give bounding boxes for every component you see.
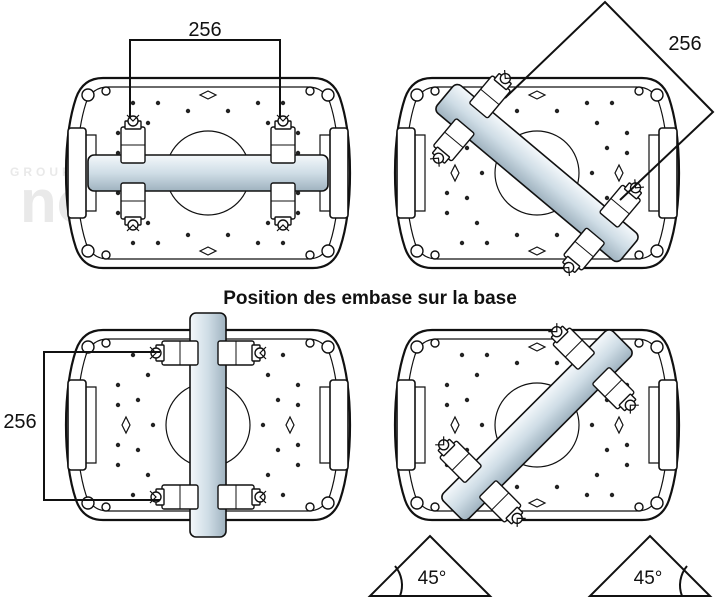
angle-marker-left: 45° <box>367 534 493 597</box>
pipe <box>87 154 329 192</box>
panel-top-right <box>393 65 681 281</box>
panel-bottom-left <box>64 312 352 538</box>
pipe <box>441 329 633 521</box>
angle-label-right: 45° <box>634 568 663 589</box>
pipe <box>189 312 227 538</box>
dimension-line-bottom-left <box>43 351 160 501</box>
diagram-title: Position des embase sur la base <box>223 288 517 309</box>
watermark-top: GROUP <box>10 165 74 179</box>
angle-marker-right: 45° <box>587 534 713 597</box>
dimension-label-bottom-left: 256 <box>3 411 36 433</box>
panel-top-left <box>64 76 352 270</box>
dimension-line-top-right <box>504 0 715 201</box>
pipe <box>435 83 639 263</box>
dimension-label-top-left: 256 <box>188 19 221 41</box>
angle-label-left: 45° <box>418 568 447 589</box>
dimension-label-top-right: 256 <box>668 33 701 55</box>
dimension-line-top-left <box>129 39 281 118</box>
panel-bottom-right <box>393 318 681 532</box>
